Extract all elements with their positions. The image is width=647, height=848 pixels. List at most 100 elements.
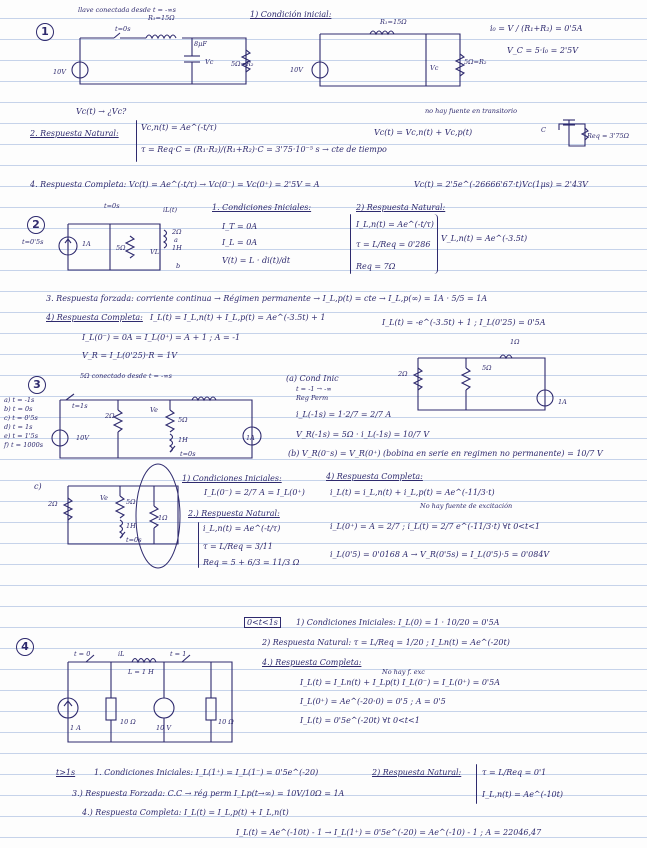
p3-side-il: 1Ω [510, 338, 520, 346]
p4-switch0-label: t = 0 [74, 650, 91, 658]
p4-vsource-label: 10 V [156, 724, 172, 732]
p2-nat-brace-right [433, 214, 438, 274]
p2-nat-4: V_L,n(t) = Ae^(-3.5t) [441, 234, 528, 243]
p1-nat-eq2: τ = Req·C = (R₁·R₂)/(R₁+R₂)·C = 3'75·10⁻… [141, 145, 387, 154]
p1-nat-req-label: Req = 3'75Ω [587, 132, 630, 140]
p3-nat-2: τ = L/Req = 3/11 [203, 542, 273, 551]
p2-nat-brace [350, 214, 351, 274]
p3-c-switch: t=0s [126, 536, 142, 544]
p4-ic: 1) Condiciones Iniciales: I_L(0) = 1 · 1… [296, 618, 500, 627]
p3-nat-brace [198, 522, 199, 568]
p1-c2-vc-label: Vc [430, 64, 439, 72]
p1-nat-note: no hay fuente en transitorio [425, 107, 518, 115]
p4-gt-nat-title: 2) Respuesta Natural: [372, 768, 462, 777]
p2-complete-title: 4) Respuesta Completa: [46, 313, 143, 322]
p2-ic-2: I_L = 0A [222, 238, 258, 247]
p1-nat-brace [136, 120, 137, 162]
p4-cmp-2: I_L(0⁺) = Ae^(-20·0) = 0'5 ; A = 0'5 [300, 697, 446, 706]
p1-circuit-1 [71, 32, 252, 85]
problem-1-number: 1 [36, 23, 54, 41]
p3-c-r5: 5Ω [126, 498, 136, 506]
p2-switch-label: t=0s [104, 202, 120, 210]
p3-ic-title: 1) Condiciones Iniciales: [182, 474, 282, 483]
p4-l-label: L = 1 H [128, 668, 154, 676]
p3-c1-isource: 1A [246, 434, 255, 442]
p1-nat-title: 2. Respuesta Natural: [30, 129, 119, 138]
p2-source-label: 1A [82, 240, 91, 248]
p2-vr: V_R = I_L(0'25)·R = 1V [82, 351, 177, 360]
p2-l-label: 1H [172, 244, 182, 252]
p4-gt-nat-2: I_L,n(t) = Ae^(-10t) [482, 790, 563, 799]
p2-il-label: iL(t) [163, 206, 178, 214]
p3-a-eq1: i_L(-1s) = 1·2/7 = 2/7 A [296, 410, 392, 419]
p2-ic-title: 1. Condiciones Iniciales: [212, 203, 312, 212]
p3-side-circuit [412, 354, 554, 411]
p3-c1-switch2: t=0s [180, 450, 196, 458]
p4-cmp-title: 4.) Respuesta Completa: [262, 658, 362, 667]
p3-note: 5Ω conectado desde t = -∞s [80, 372, 172, 380]
p2-node-b: b [176, 262, 181, 270]
p3-c-l: 1H [126, 522, 136, 530]
problem-2-number: 2 [27, 216, 45, 234]
p1-c1-r1-label: R₁=15Ω [148, 14, 175, 22]
p1-note-closed: llave conectada desde t = -∞s [78, 6, 176, 14]
p3-a-eq2: V_R(-1s) = 5Ω · i_L(-1s) = 10/7 V [296, 430, 430, 439]
p2-bc: I_L(0⁻) = 0A = I_L(0⁺) = A + 1 ; A = -1 [82, 333, 241, 342]
p2-nat-1: I_L,n(t) = Ae^(-t/τ) [356, 220, 434, 229]
p3-list-a: a) t = -1s [4, 396, 35, 404]
p4-cmp-1: I_L(t) = I_Ln(t) + I_Lp(t) I_L(0⁻) = I_L… [300, 678, 500, 687]
p3-cmp-title: 4) Respuesta Completa: [326, 472, 423, 481]
p2-vl-label: VL [150, 248, 160, 256]
p2-complete-eq: I_L(t) = I_L,n(t) + I_L,p(t) = Ae^(-3.5t… [150, 313, 326, 322]
p2-nat-2: τ = L/Req = 0'286 [356, 240, 431, 249]
p3-cmp-2: No hay fuente de excitación [420, 502, 513, 510]
p3-c-r2: 2Ω [48, 500, 58, 508]
p3-list-b: b) t = 0s [4, 405, 33, 413]
p3-list-e: e) t = 1'5s [4, 432, 39, 440]
p4-isource-label: 1 A [70, 724, 81, 732]
p3-nat-title: 2.) Respuesta Natural: [188, 509, 280, 518]
p3-c1-source: 10V [76, 434, 89, 442]
p3-side-source: 1A [558, 398, 567, 406]
p3-c-ve: Ve [100, 494, 108, 502]
p4-cmp-note: No hay f. exc [382, 668, 425, 676]
p3-nat-3: Req = 5 + 6/3 = 11/3 Ω [203, 558, 300, 567]
p2-forced: 3. Respuesta forzada: corriente continua… [46, 294, 488, 303]
p1-c2-r2-label: 5Ω=R₂ [464, 58, 487, 66]
p1-complete: 4. Respuesta Completa: Vc(t) = Ae^(-t/τ)… [30, 180, 320, 189]
p1-c1-cap-label: 8μF [194, 40, 207, 48]
p1-c2-r1-label: R₁=15Ω [380, 18, 407, 26]
p3-cmp-4: i_L(0'5) = 0'0168 A → V_R(0'5s) = I_L(0'… [330, 550, 550, 559]
p3-nat-1: i_L,n(t) = Ae^(-t/τ) [203, 524, 281, 533]
p1-c1-source-label: 10V [53, 68, 66, 76]
p3-list-f: f) t = 1000s [4, 441, 44, 449]
p1-nat-eq1: Vc,n(t) = Ae^(-t/τ) [141, 123, 217, 132]
p1-c1-vc-label: Vc [205, 58, 214, 66]
p4-gt-cmp: 4.) Respuesta Completa: I_L(t) = I_L,p(t… [82, 808, 289, 817]
p3-a-line2: Reg Perm [296, 394, 329, 402]
p2-complete-result: I_L(t) = -e^(-3.5t) + 1 ; I_L(0'25) = 0'… [382, 318, 546, 327]
p4-nat: 2) Respuesta Natural: τ = L/Req = 1/20 ;… [262, 638, 510, 647]
p3-ic-eq: I_L(0⁻) = 2/7 A = I_L(0⁺) [204, 488, 305, 497]
p3-a-line1: t = -1 → -∞ [296, 385, 332, 393]
p3-c-r1: 1Ω [158, 514, 168, 522]
p1-c1-switch-label: t=0s [115, 25, 131, 33]
p2-node-a: a [174, 236, 178, 244]
p4-gt-nat-brace [476, 764, 477, 804]
p1-nat-c-label: C [541, 126, 546, 134]
p3-list-d: d) t = 1s [4, 423, 33, 431]
p2-nat-3: Req = 7Ω [356, 262, 396, 271]
p1-nat-equivalent [558, 119, 589, 147]
p4-gt-ic: 1. Condiciones Iniciales: I_L(1⁺) = I_L(… [94, 768, 319, 777]
p4-r2-label: 10 Ω [218, 718, 234, 726]
p4-range-box: 0<t<1s [244, 617, 281, 628]
p3-b-eq: (b) V_R(0⁻s) = V_R(0⁺) (bobina en serie … [288, 449, 603, 458]
p3-cmp-3: i_L(0⁺) = A = 2/7 ; i_L(t) = 2/7 e^(-11/… [330, 522, 541, 531]
p4-cmp-3: I_L(t) = 0'5e^(-20t) ∀t 0<t<1 [300, 716, 420, 725]
p1-circuit-2 [311, 30, 466, 87]
p3-cmp-1: i_L(t) = i_L,n(t) + i_L,p(t) = Ae^(-11/3… [330, 488, 495, 497]
p3-circuit-c [62, 463, 181, 569]
p4-gt-final: I_L(t) = Ae^(-10t) - 1 → I_L(1⁺) = 0'5e^… [236, 828, 542, 837]
p4-circuit [57, 654, 233, 743]
